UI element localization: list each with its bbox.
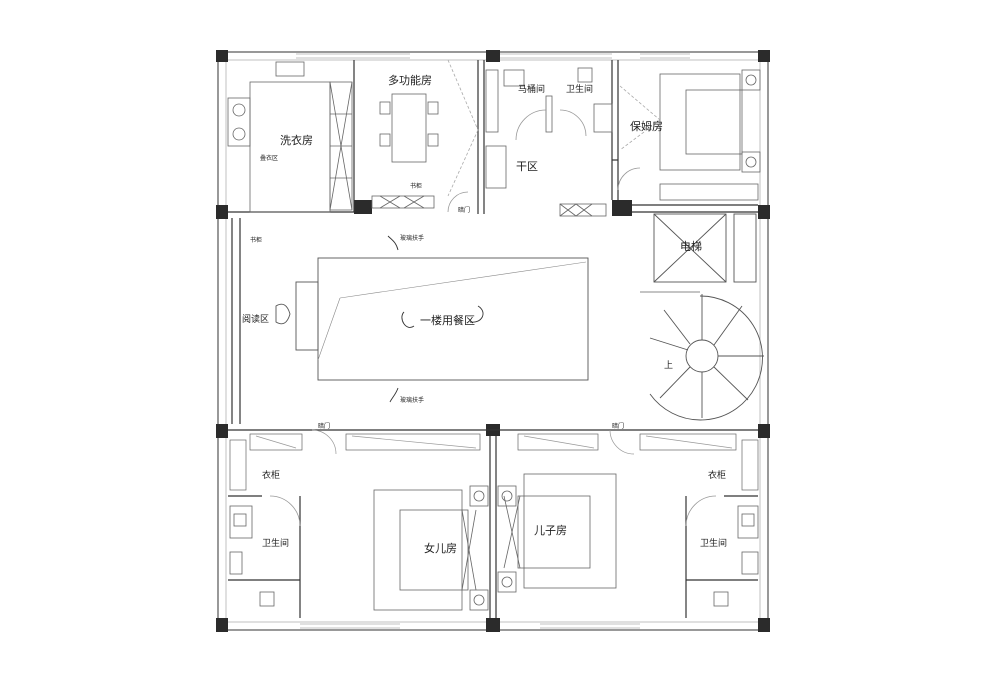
bath-right bbox=[685, 495, 759, 607]
label-daughter: 女儿房 bbox=[424, 541, 457, 555]
laundry-room bbox=[227, 61, 353, 213]
label-handrail-top: 玻璃扶手 bbox=[400, 234, 424, 242]
label-multi: 多功能房 bbox=[388, 73, 432, 87]
label-dry-zone: 干区 bbox=[516, 160, 538, 173]
label-hidden-door-right: 暗门 bbox=[612, 422, 624, 430]
label-son: 儿子房 bbox=[534, 524, 567, 537]
label-bookcase-a: 书柜 bbox=[410, 182, 422, 190]
bath-left bbox=[229, 495, 301, 607]
spiral-stair bbox=[640, 291, 764, 421]
label-bookcase-b: 书柜 bbox=[250, 236, 262, 244]
nanny-room bbox=[617, 69, 761, 201]
label-bath-left: 卫生间 bbox=[262, 537, 289, 549]
elevator bbox=[653, 213, 757, 283]
label-hidden-door-left: 暗门 bbox=[318, 422, 330, 430]
daughter-room bbox=[373, 485, 489, 611]
label-nanny: 保姆房 bbox=[630, 119, 663, 133]
label-toilet: 马桶间 bbox=[518, 83, 545, 95]
wet-area bbox=[485, 67, 613, 217]
label-laundry: 洗衣房 bbox=[280, 133, 313, 147]
son-room bbox=[497, 473, 617, 593]
label-dining: 一楼用餐区 bbox=[420, 313, 475, 327]
label-bath-right: 卫生间 bbox=[700, 537, 727, 549]
room-labels: 洗衣房 叠衣区 多功能房 书柜 暗门 马桶间 卫生间 保姆房 干区 电梯 书柜 … bbox=[242, 73, 727, 555]
label-elevator: 电梯 bbox=[680, 240, 702, 253]
label-hidden-door-a: 暗门 bbox=[458, 206, 470, 214]
label-handrail-bottom: 玻璃扶手 bbox=[400, 396, 424, 404]
label-stairs-up: 上 bbox=[664, 360, 673, 371]
wardrobes bbox=[229, 429, 759, 491]
label-bath-top: 卫生间 bbox=[566, 83, 593, 95]
label-wardrobe-right: 衣柜 bbox=[708, 469, 726, 481]
columns bbox=[216, 50, 770, 632]
label-laundry-sub: 叠衣区 bbox=[260, 154, 278, 162]
dining-area bbox=[275, 235, 589, 403]
multi-room bbox=[371, 59, 479, 213]
label-reading: 阅读区 bbox=[242, 313, 269, 325]
label-wardrobe-left: 衣柜 bbox=[262, 469, 280, 481]
top-windows bbox=[296, 53, 690, 629]
